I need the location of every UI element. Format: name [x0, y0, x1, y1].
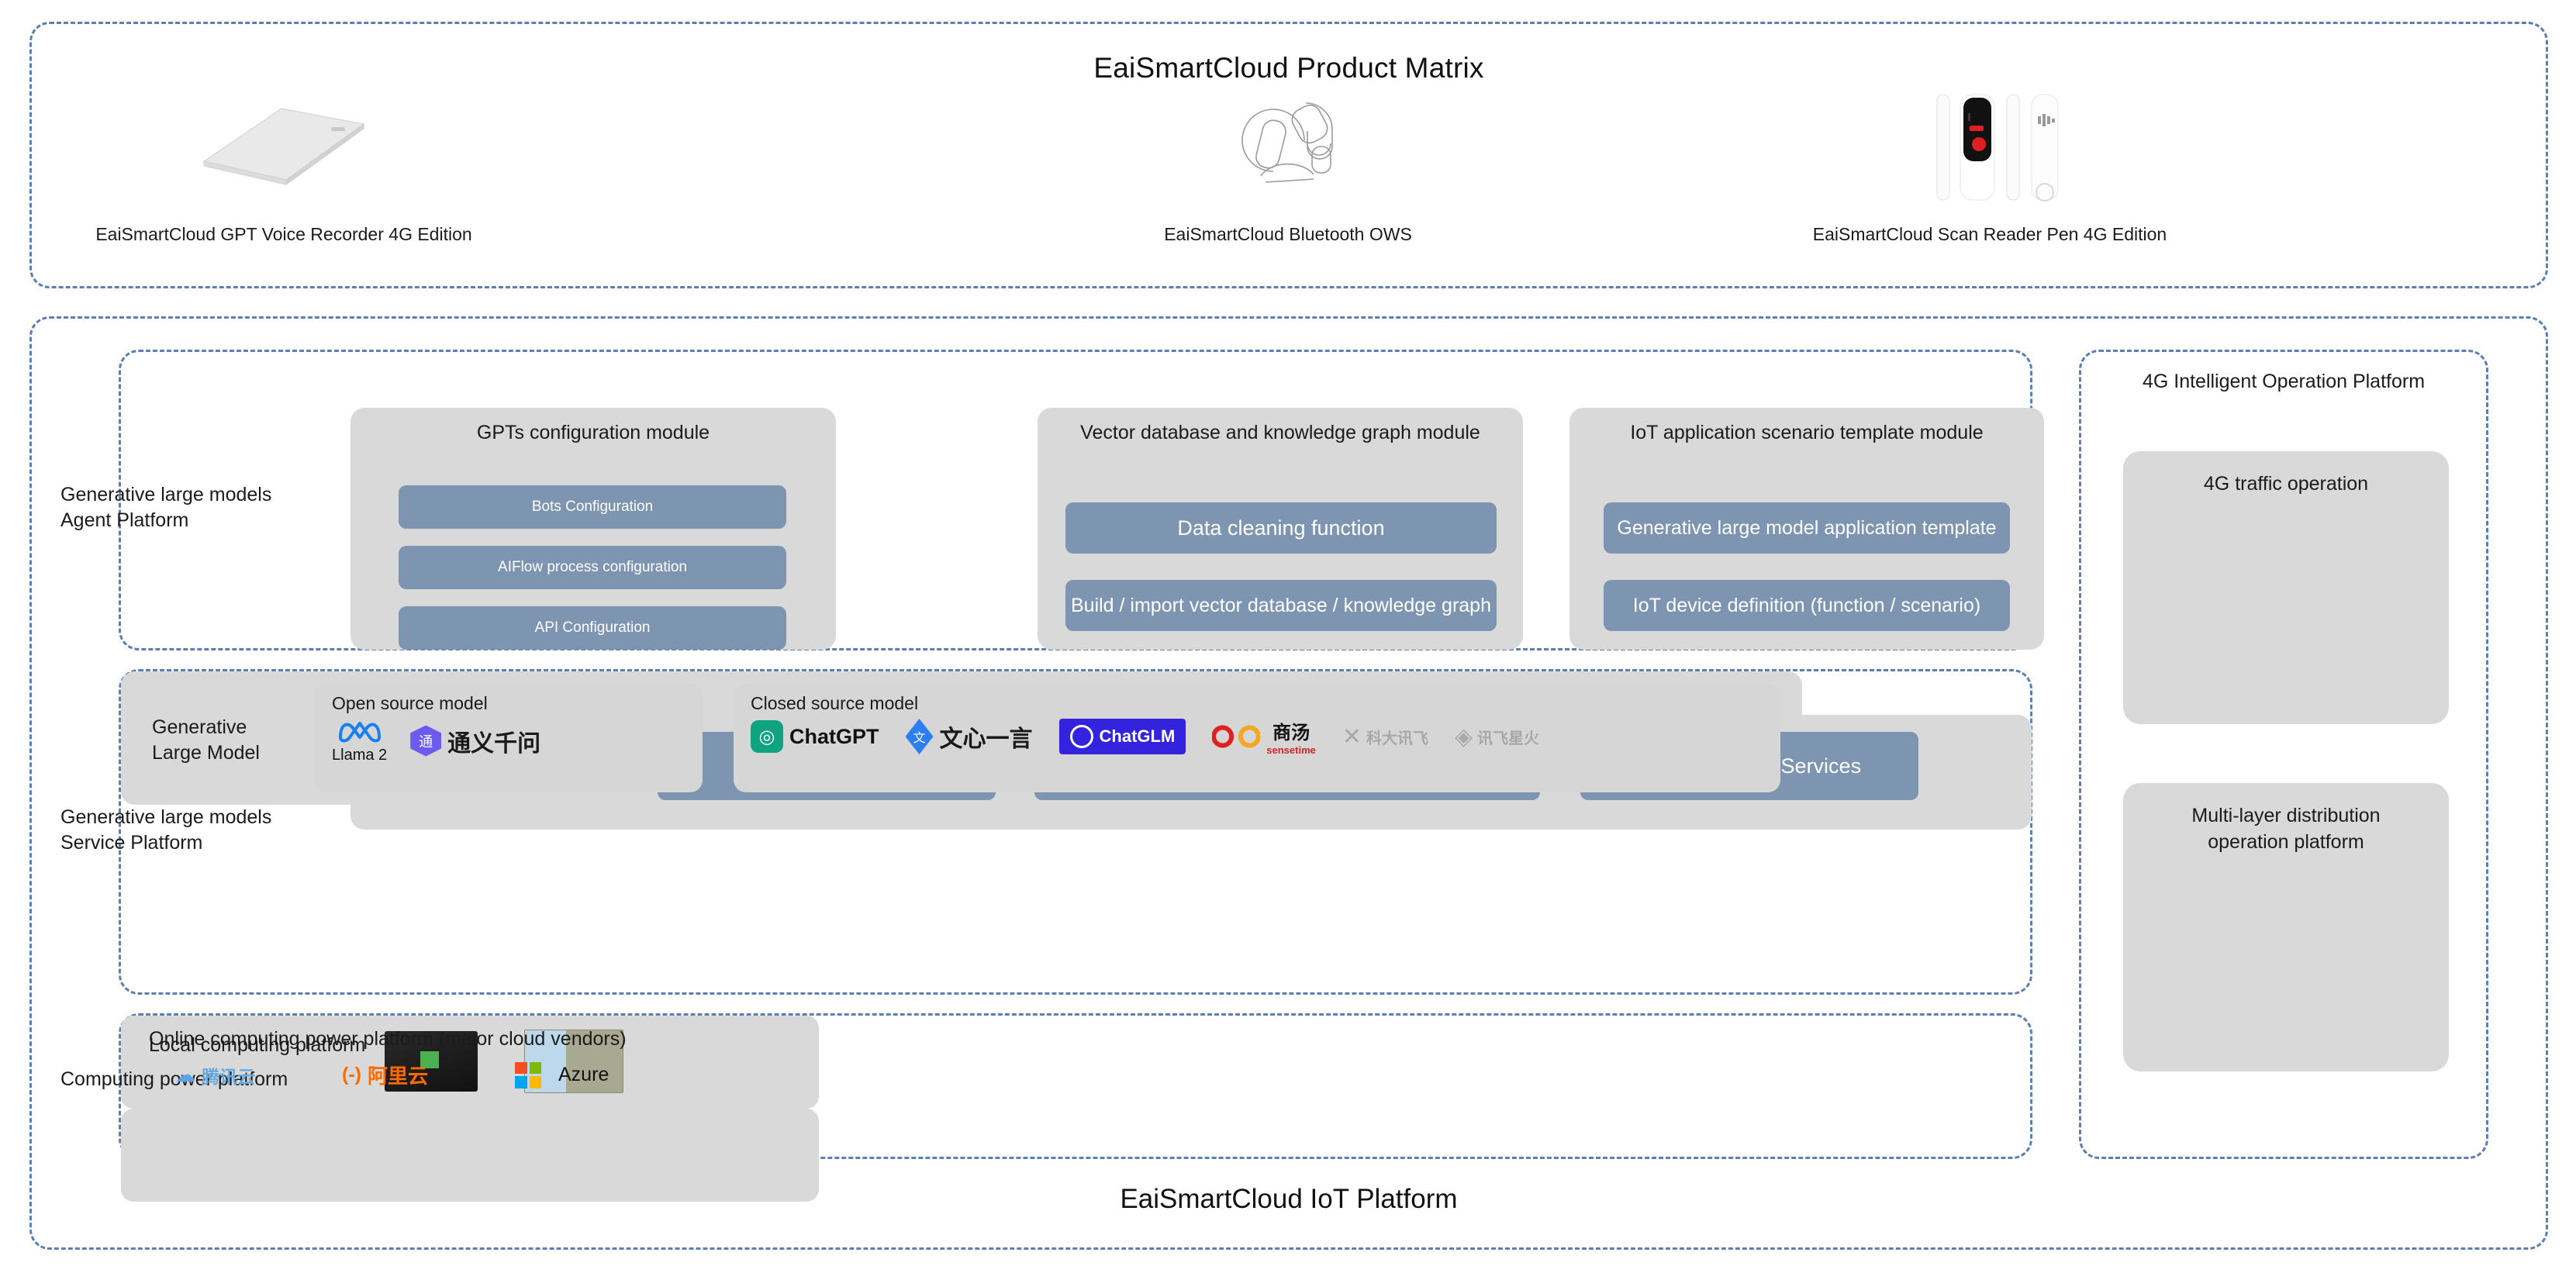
voice-recorder-device-image — [67, 71, 501, 218]
agent-platform-row: Generative large models Agent Platform G… — [60, 350, 2044, 650]
tongyi-badge-icon: 通 — [410, 725, 442, 757]
tongyi-qianwen-logo[interactable]: 通 通义千问 — [410, 724, 540, 758]
product-label: EaiSmartCloud Bluetooth OWS — [1164, 224, 1412, 244]
sensetime-infinity-icon — [1212, 723, 1261, 750]
traffic-operation-card[interactable]: 4G traffic operation — [2123, 451, 2449, 724]
computing-power-platform-row: Computing power platform Local computing… — [60, 1013, 2032, 1202]
spark-flame-icon: ◈ — [1455, 723, 1473, 750]
aliyun-label: 阿里云 — [367, 1064, 428, 1088]
aiflow-process-configuration-button[interactable]: AIFlow process configuration — [399, 546, 786, 589]
gpu-card-image — [385, 1031, 478, 1092]
operation-platform-title: 4G Intelligent Operation Platform — [2142, 371, 2426, 392]
product-label: EaiSmartCloud Scan Reader Pen 4G Edition — [1812, 224, 2167, 244]
llama2-label: Llama 2 — [332, 747, 388, 764]
product-card-voice-recorder[interactable]: EaiSmartCloud GPT Voice Recorder 4G Edit… — [67, 71, 501, 245]
sensetime-label-cn: 商汤 — [1272, 723, 1310, 743]
service-platform-label: Generative large models Service Platform — [60, 806, 272, 854]
llama2-logo[interactable]: Llama 2 — [332, 717, 387, 764]
sensetime-label-en: sensetime — [1266, 744, 1316, 756]
vector-database-module-card: Vector database and knowledge graph modu… — [1038, 408, 1523, 650]
computing-power-platform-label: Computing power platform — [60, 1068, 288, 1090]
bluetooth-earbuds-device-image — [1071, 71, 1505, 218]
iot-device-definition-button[interactable]: IoT device definition (function / scenar… — [1604, 580, 2010, 631]
closed-source-model-group: Closed source model ◎ ChatGPT 文 文心一言 Ch — [734, 684, 1780, 792]
bots-configuration-button[interactable]: Bots Configuration — [399, 485, 786, 529]
chatglm-label: ChatGLM — [1099, 726, 1176, 746]
tencent-cloud-label: 腾讯云 — [202, 1066, 255, 1087]
tongyi-label: 通义千问 — [447, 730, 541, 757]
product-label: EaiSmartCloud GPT Voice Recorder 4G Edit… — [95, 224, 472, 244]
open-source-model-group: Open source model Llama 2 通 通义千问 — [315, 684, 703, 792]
data-cleaning-function-button[interactable]: Data cleaning function — [1065, 502, 1497, 554]
chatglm-circle-icon — [1069, 725, 1093, 748]
product-matrix-section: EaiSmartCloud Product Matrix EaiSmartClo… — [29, 22, 2548, 288]
local-computing-platform-card: Local computing platform — [121, 1016, 819, 1109]
aliyun-bracket-icon: (-) — [342, 1064, 361, 1085]
tencent-cloud-logo[interactable]: ☁ 腾讯云 — [175, 1062, 255, 1088]
gpts-module-title: GPTs configuration module — [476, 422, 710, 443]
open-source-model-title: Open source model — [332, 693, 488, 713]
openai-badge-icon: ◎ — [751, 720, 783, 753]
generative-large-model-card: Generative Large Model Open source model… — [121, 671, 1802, 805]
iot-module-title: IoT application scenario template module — [1630, 422, 1984, 443]
gpts-configuration-module-card: GPTs configuration module Bots Configura… — [350, 408, 836, 650]
multi-layer-distribution-label: Multi-layer distribution operation platf… — [2191, 805, 2381, 853]
iot-platform-section: Generative large models Agent Platform G… — [29, 316, 2548, 1250]
aliyun-logo[interactable]: (-) 阿里云 — [342, 1061, 428, 1089]
online-computing-platform-card: Online computing power platform (major c… — [121, 1028, 819, 1202]
tencent-cloud-icon: ☁ — [175, 1063, 195, 1086]
chatglm-logo[interactable]: ChatGLM — [1058, 719, 1186, 754]
azure-logo[interactable]: Azure — [515, 1061, 609, 1088]
ernie-bot-logo[interactable]: 文 文心一言 — [905, 719, 1033, 754]
product-card-scan-reader-pen[interactable]: EaiSmartCloud Scan Reader Pen 4G Edition — [1773, 71, 2207, 245]
online-computing-platform-title: Online computing power platform (major c… — [149, 1028, 627, 1050]
xunfei-spark-logo[interactable]: ◈ 讯飞星火 — [1455, 723, 1539, 750]
xunfei-spark-label: 讯飞星火 — [1477, 730, 1540, 747]
meta-infinity-icon — [338, 722, 381, 743]
traffic-operation-label: 4G traffic operation — [2203, 473, 2369, 495]
agent-platform-label: Generative large models Agent Platform — [60, 484, 272, 531]
sensetime-logo[interactable]: 商汤 sensetime — [1212, 717, 1316, 756]
chatgpt-logo[interactable]: ◎ ChatGPT — [751, 720, 879, 753]
multi-layer-distribution-card[interactable]: Multi-layer distribution operation platf… — [2123, 783, 2449, 1071]
iot-platform-title: EaiSmartCloud IoT Platform — [1120, 1184, 1458, 1214]
ernie-badge-icon: 文 — [905, 719, 934, 754]
closed-source-model-title: Closed source model — [751, 693, 919, 713]
azure-label: Azure — [558, 1064, 609, 1085]
iflytek-x-icon: ✕ — [1342, 723, 1362, 750]
generative-large-model-label: Generative Large Model — [152, 716, 260, 764]
vector-module-title: Vector database and knowledge graph modu… — [1080, 422, 1480, 443]
operation-platform-column: 4G Intelligent Operation Platform 4G tra… — [2079, 350, 2488, 1159]
local-computing-platform-title: Local computing platform — [149, 1034, 366, 1056]
product-card-bluetooth-ows[interactable]: EaiSmartCloud Bluetooth OWS — [1071, 71, 1505, 245]
chatgpt-label: ChatGPT — [789, 724, 879, 748]
build-import-vector-database-button[interactable]: Build / import vector database / knowled… — [1065, 580, 1497, 631]
service-platform-row: Generative large models Service Platform… — [60, 669, 2032, 995]
iflytek-logo[interactable]: ✕ 科大讯飞 — [1342, 723, 1428, 750]
scan-reader-pen-device-image — [1773, 71, 2207, 218]
microsoft-grid-icon — [515, 1061, 541, 1088]
product-matrix-title: EaiSmartCloud Product Matrix — [1093, 52, 1484, 84]
iflytek-label: 科大讯飞 — [1366, 730, 1429, 747]
generative-model-application-template-button[interactable]: Generative large model application templ… — [1604, 502, 2010, 554]
iot-application-template-module-card: IoT application scenario template module… — [1569, 408, 2044, 650]
ernie-label: 文心一言 — [939, 726, 1033, 752]
api-configuration-button[interactable]: API Configuration — [399, 606, 786, 650]
